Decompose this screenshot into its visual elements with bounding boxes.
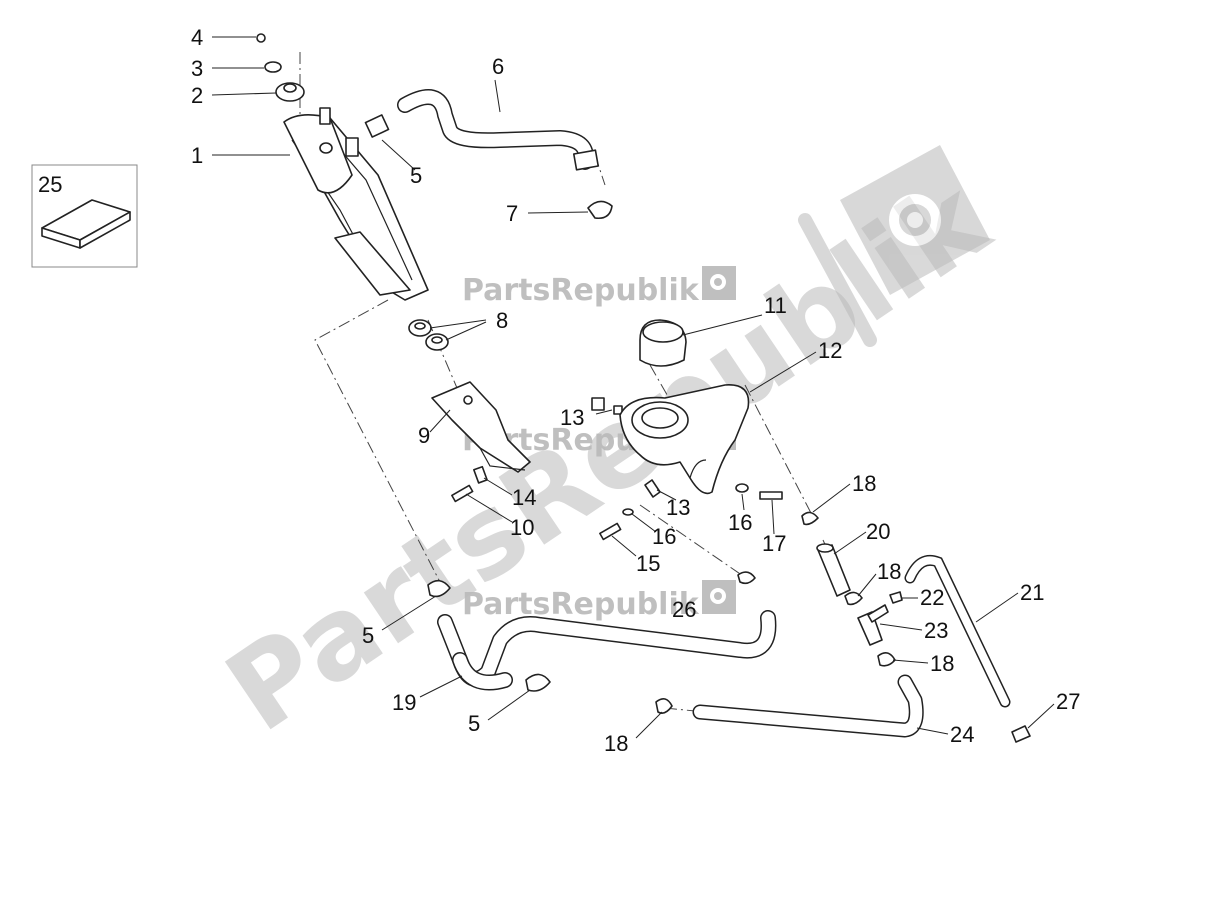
part-22-nipple — [889, 591, 903, 604]
part-21-hose — [904, 554, 1011, 708]
watermark-small-3: PartsRepublik — [462, 580, 736, 622]
callout-17: 17 — [762, 531, 786, 556]
callout-5-mid: 5 — [362, 623, 374, 648]
callout-13-top: 13 — [560, 405, 584, 430]
callout-numbers: 4 3 2 1 25 6 5 7 8 11 12 9 13 14 13 10 1… — [38, 25, 1080, 756]
gear-flag-icon — [798, 145, 990, 347]
callout-20: 20 — [866, 519, 890, 544]
part-9-bracket — [431, 381, 531, 473]
callout-1: 1 — [191, 143, 203, 168]
gear-icon — [702, 580, 736, 614]
part-5-clamp-mid — [427, 579, 451, 598]
part-6-hose — [397, 89, 600, 171]
part-17-bolt — [759, 491, 783, 500]
part-3-washer — [264, 61, 282, 73]
callout-9: 9 — [418, 423, 430, 448]
part-7-clamp — [587, 200, 613, 220]
part-18-clamp-d — [655, 698, 673, 714]
callout-10: 10 — [510, 515, 534, 540]
callout-18-b: 18 — [877, 559, 901, 584]
part-16-washer-b — [735, 483, 749, 493]
callout-18-c: 18 — [930, 651, 954, 676]
leader-lines — [211, 36, 1055, 739]
callout-16-left: 16 — [652, 524, 676, 549]
callout-23: 23 — [924, 618, 948, 643]
callout-8: 8 — [496, 308, 508, 333]
callout-14: 14 — [512, 485, 536, 510]
callout-6: 6 — [492, 54, 504, 79]
part-2-grommet — [275, 82, 305, 102]
part-18-clamp-c — [877, 652, 896, 667]
watermark-brand: PartsRepublik — [462, 587, 700, 622]
callout-22: 22 — [920, 585, 944, 610]
part-12-tank — [619, 384, 750, 495]
callout-5-top: 5 — [410, 163, 422, 188]
callout-25: 25 — [38, 172, 62, 197]
gear-icon — [702, 266, 736, 300]
callout-26: 26 — [672, 597, 696, 622]
callout-21: 21 — [1020, 580, 1044, 605]
part-15-bolt — [599, 522, 622, 541]
part-18-clamp-a — [801, 511, 819, 526]
part-23-t-connector — [857, 604, 889, 646]
part-27-clip — [1011, 725, 1031, 743]
part-5-clamp-top — [364, 114, 390, 138]
part-4-screw — [256, 33, 266, 43]
part-8-grommets — [408, 319, 449, 351]
callout-15: 15 — [636, 551, 660, 576]
callout-7: 7 — [506, 201, 518, 226]
callout-4: 4 — [191, 25, 203, 50]
watermark-brand: PartsRepublik — [462, 273, 700, 308]
part-19-26-hose — [437, 610, 777, 691]
part-24-hose — [692, 674, 924, 738]
part-18-clamp-b — [844, 591, 863, 606]
part-26-clamp — [737, 571, 756, 585]
part-11-cap — [639, 319, 687, 367]
part-13-clip-top — [591, 397, 623, 415]
callout-24: 24 — [950, 722, 974, 747]
part-1-reservoir — [283, 107, 429, 301]
callout-13-bottom: 13 — [666, 495, 690, 520]
part-20-hose — [816, 543, 851, 597]
watermark-small-1: PartsRepublik — [462, 266, 736, 308]
callout-19: 19 — [392, 690, 416, 715]
callout-3: 3 — [191, 56, 203, 81]
callout-18-d: 18 — [604, 731, 628, 756]
callout-2: 2 — [191, 83, 203, 108]
callout-18-a: 18 — [852, 471, 876, 496]
part-14-spacer — [473, 465, 488, 484]
callout-11: 11 — [764, 293, 787, 318]
part-25-kit — [31, 164, 138, 268]
callout-27: 27 — [1056, 689, 1080, 714]
callout-12: 12 — [818, 338, 842, 363]
part-16-washer-a — [622, 508, 634, 516]
callout-5-low: 5 — [468, 711, 480, 736]
part-5-clamp-low — [525, 673, 551, 692]
part-10-bolt — [451, 484, 474, 503]
callout-16-right: 16 — [728, 510, 752, 535]
